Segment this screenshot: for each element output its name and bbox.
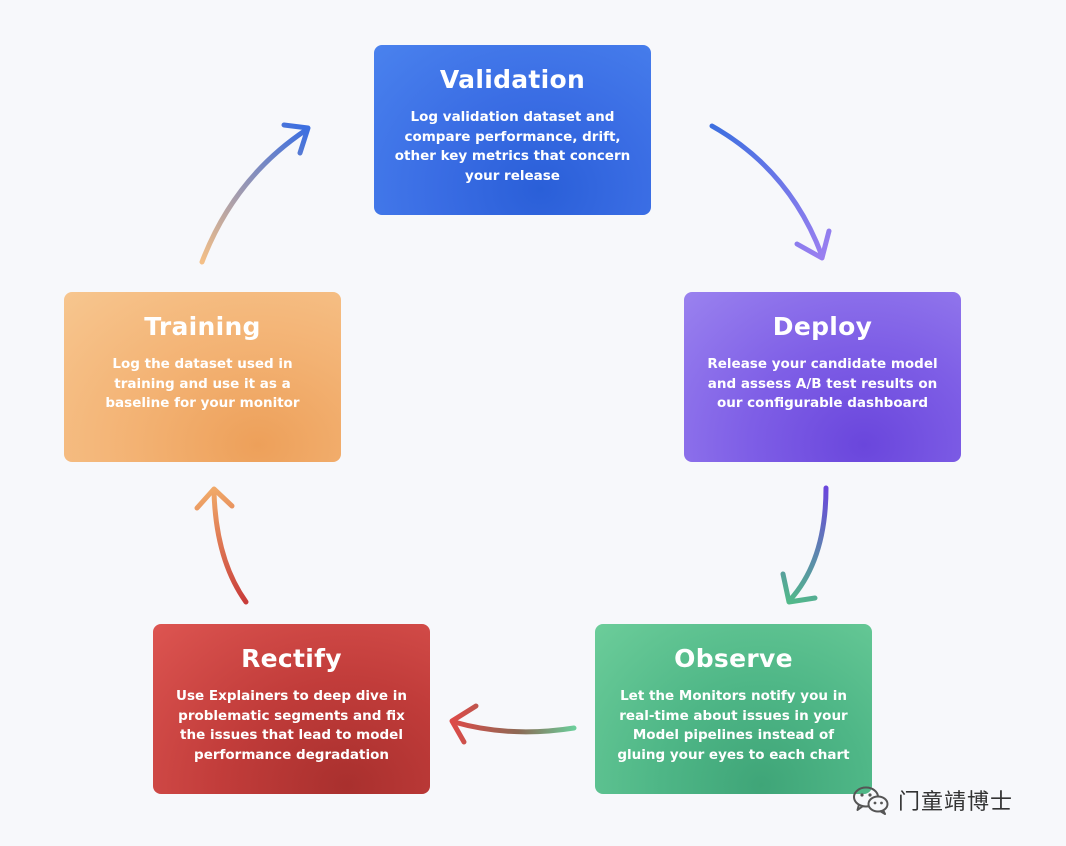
training-card: Training Log the dataset used in trainin… [64,292,341,462]
observe-title: Observe [674,644,793,673]
rectify-description: Use Explainers to deep dive in problemat… [176,688,407,763]
deploy-title: Deploy [772,312,873,341]
arrow-observe-to-rectify [449,703,577,745]
arrow-deploy-to-observe [780,485,829,605]
validation-card: Validation Log validation dataset and co… [374,45,651,215]
wechat-icon [853,786,889,815]
rectify-card: Rectify Use Explainers to deep dive in p… [153,624,430,794]
observe-description: Let the Monitors notify you in real-time… [617,688,850,763]
rectify-title: Rectify [241,644,342,673]
arrow-rectify-to-training [194,486,249,605]
deploy-card: Deploy Release your candidate model and … [684,292,961,462]
watermark-text: 门童靖博士 [898,790,1014,815]
validation-description: Log validation dataset and compare perfo… [394,109,631,184]
validation-title: Validation [439,65,586,94]
deploy-description: Release your candidate model and assess … [707,356,938,411]
training-description: Log the dataset used in training and use… [105,356,300,411]
arrow-training-to-validation [199,122,311,265]
observe-card: Observe Let the Monitors notify you in r… [595,624,872,794]
arrow-validation-to-deploy [709,123,832,261]
watermark: 门童靖博士 [852,780,1013,820]
training-title: Training [144,312,261,341]
